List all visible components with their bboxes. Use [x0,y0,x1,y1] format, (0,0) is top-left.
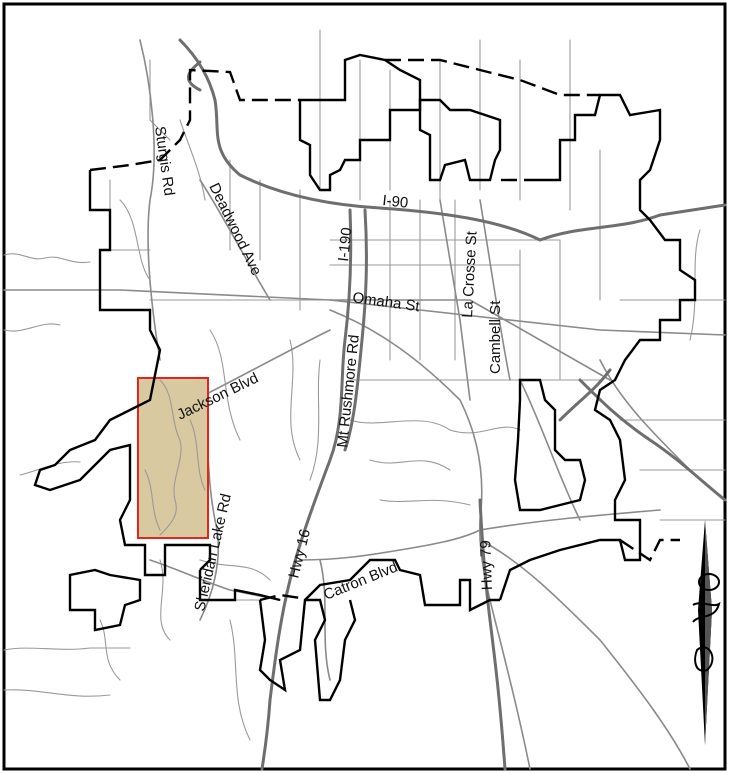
label-hwy-79: Hwy 79 [477,540,496,591]
study-area-roads-2 [189,419,206,491]
study-area-box[interactable] [137,377,209,539]
city-boundary [33,53,697,702]
label-i190: I-190 [335,227,355,263]
study-area[interactable] [137,377,209,539]
north-arrow-icon [692,520,721,745]
study-area-roads [159,379,182,536]
label-la-crosse-st: La Crosse St [459,230,481,318]
highways [178,38,727,771]
label-cambell-st: Cambell St [487,300,504,374]
study-area-roads-3 [144,469,161,531]
label-i90: I-90 [382,192,409,212]
minor-streets [3,29,726,741]
